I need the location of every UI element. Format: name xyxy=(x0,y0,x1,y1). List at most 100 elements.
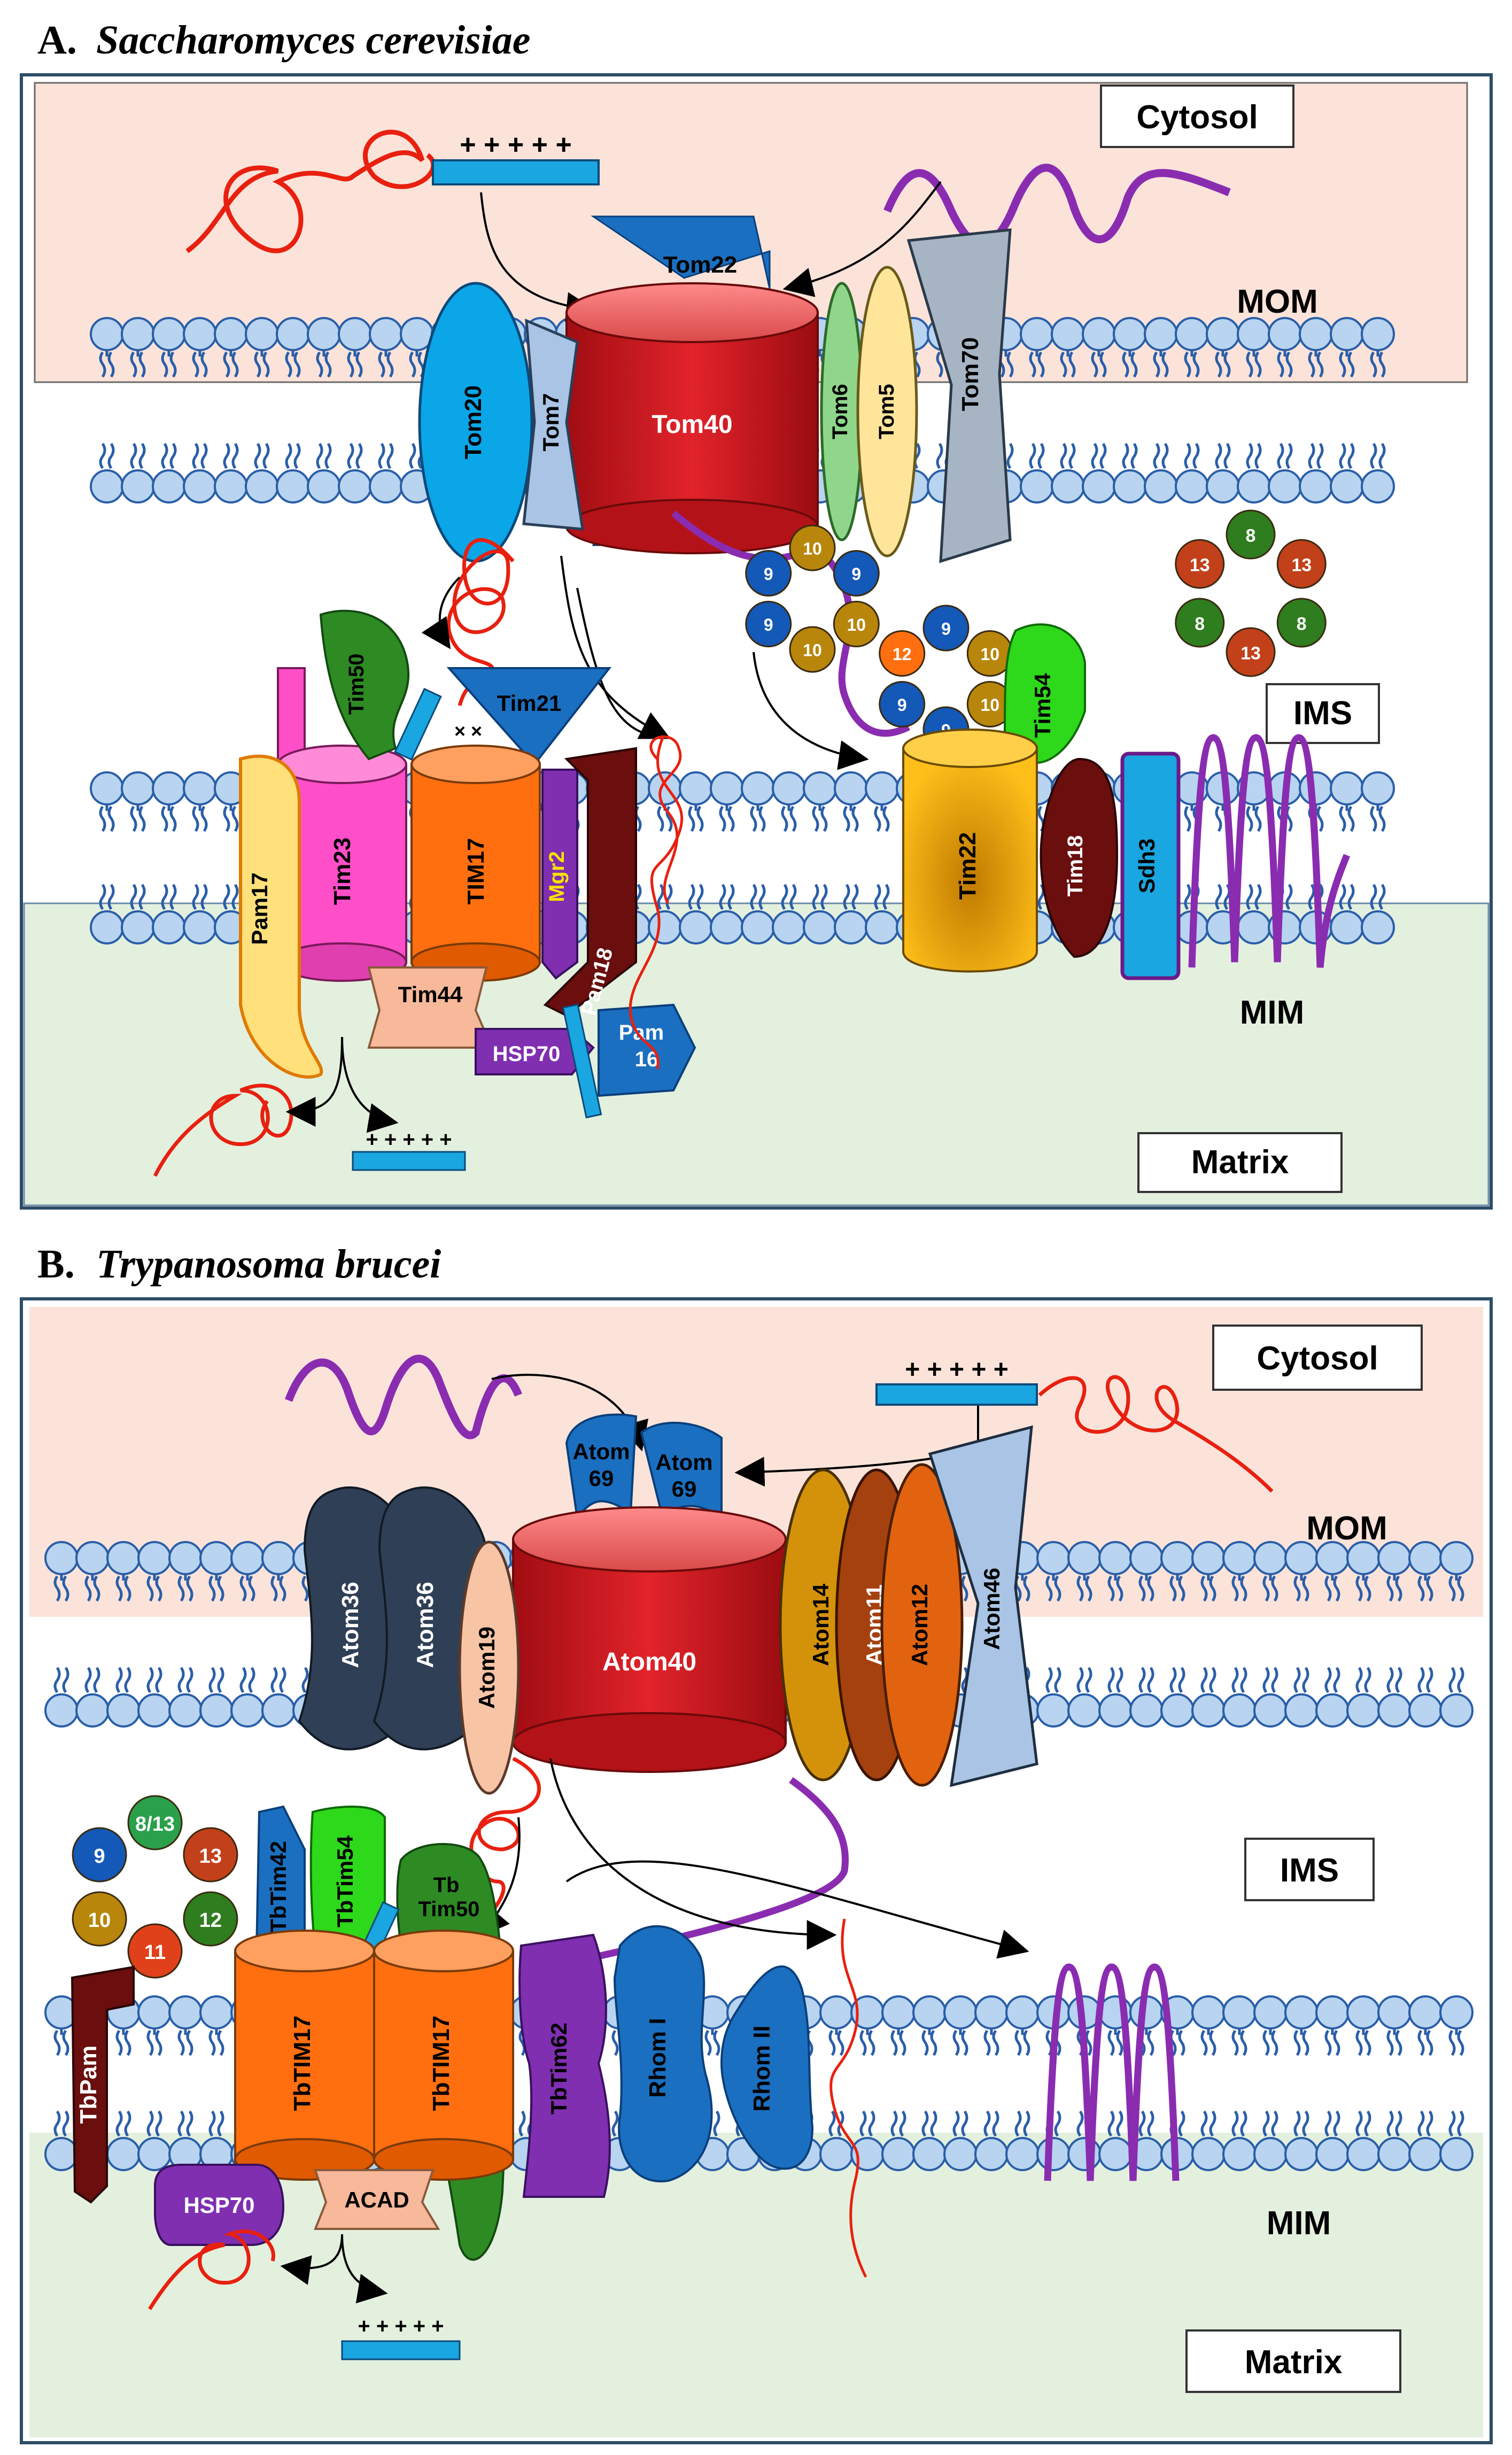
pam17 xyxy=(239,754,323,1079)
small-tim-subunit-label: 10 xyxy=(980,645,999,664)
small-tim-subunit xyxy=(789,524,836,571)
tbtim50-label-1: Tb xyxy=(433,1873,460,1897)
ims-label-b: IMS xyxy=(1280,1852,1339,1889)
small-tim-subunit xyxy=(1226,509,1276,560)
tom6-label: Tom6 xyxy=(828,384,852,439)
matrix-label-box-b xyxy=(1185,2329,1401,2393)
small-tim-subunit-label: 8 xyxy=(1246,526,1256,546)
rhomboid-2-label: Rhom II xyxy=(749,2025,775,2111)
tim23-signal-bar xyxy=(394,687,442,761)
atom46 xyxy=(928,1425,1038,1787)
tom5 xyxy=(856,266,918,557)
small-tim-subunit xyxy=(127,1923,183,1979)
small-tim-subunit xyxy=(1276,539,1327,589)
presequence-precursor-ims xyxy=(446,538,515,706)
small-tim-subunit xyxy=(127,1795,183,1850)
atom19-label: Atom19 xyxy=(474,1627,499,1709)
arrow-to-rhomboid xyxy=(565,1860,1029,1959)
tim21 xyxy=(446,667,612,766)
presequence-charge-b: + + + + + xyxy=(905,1356,1009,1384)
tom70-label: Tom70 xyxy=(957,337,983,412)
tom7-label: Tom7 xyxy=(538,393,563,452)
tom22 xyxy=(591,215,771,289)
hsp70-b-label: HSP70 xyxy=(183,2193,254,2218)
cytosol-label-box-b xyxy=(1212,1325,1423,1391)
matrix-signal-bar-inner xyxy=(562,1003,602,1119)
tom40-top xyxy=(565,282,819,343)
small-tim-subunit-label: 9 xyxy=(941,619,951,639)
arrow-to-tom22 xyxy=(782,181,942,297)
small-tim-subunit-label: 8 xyxy=(1297,614,1307,634)
atom69-right-label-1: Atom xyxy=(655,1450,712,1475)
atom69-left-label-1: Atom xyxy=(572,1439,630,1464)
tim54-label: Tim54 xyxy=(1030,673,1055,738)
tim44 xyxy=(367,966,494,1049)
small-tim-subunit-label: 13 xyxy=(199,1845,222,1868)
presequence-precursor-tim23-b xyxy=(649,735,682,904)
small-tim-subunit-label: 9 xyxy=(94,1845,105,1868)
mim-label-b: MIM xyxy=(1267,2205,1331,2242)
inserted-carrier-protein-b xyxy=(1044,1963,1180,2181)
small-tim-subunit xyxy=(72,1827,127,1883)
small-tim-subunit-label: 12 xyxy=(893,645,912,664)
inserted-carrier-protein xyxy=(1188,734,1351,968)
atom69-left-label-2: 69 xyxy=(589,1466,614,1491)
small-tim-subunit-label: 9 xyxy=(764,564,773,584)
tim22-label: Tim22 xyxy=(955,832,981,900)
small-tim-subunit-label: 13 xyxy=(1240,644,1261,664)
mom-label: MOM xyxy=(1237,283,1318,320)
panel-a-letter: A. xyxy=(37,18,77,63)
tom40-label: Tom40 xyxy=(652,411,732,439)
small-tim-subunit xyxy=(745,550,792,597)
arrow-matrix-mature-b xyxy=(280,2234,343,2285)
atom12 xyxy=(880,1463,964,1787)
ims-label: IMS xyxy=(1293,695,1352,732)
panel-a: A. Saccharomyces cerevisiae Cytosol MOM … xyxy=(20,18,1493,1210)
atom12-label: Atom12 xyxy=(907,1584,932,1666)
arrow-to-tim22 xyxy=(753,652,869,770)
signal-crosses: × × xyxy=(454,720,482,742)
tbtim17-right-top xyxy=(373,1930,514,1972)
atom14-label: Atom14 xyxy=(808,1583,833,1666)
tim50-label: Tim50 xyxy=(345,654,368,715)
cleaved-presequence-bar-b xyxy=(341,2340,461,2360)
small-tim-subunit-label: 11 xyxy=(144,1941,166,1964)
presequence-charge: + + + + + xyxy=(460,129,572,160)
tbtim50-label-2: Tim50 xyxy=(418,1898,480,1921)
small-tim-subunit xyxy=(879,681,926,727)
small-tim-subunit xyxy=(1276,598,1327,648)
small-tim-subunit-label: 12 xyxy=(199,1909,222,1932)
sdh3 xyxy=(1120,752,1181,980)
atom40-top xyxy=(512,1506,787,1573)
hsp70-label: HSP70 xyxy=(493,1042,561,1066)
mgr2 xyxy=(541,769,578,980)
mgr2-label: Mgr2 xyxy=(545,851,569,902)
small-tim-subunit-label: 13 xyxy=(1291,555,1312,576)
matrix-charge-b: + + + + + xyxy=(358,2314,444,2338)
tom7 xyxy=(522,319,584,531)
arrow-to-tom40 xyxy=(480,192,596,322)
presequence-signal-bar xyxy=(432,159,600,185)
small-tim-subunit-label: 8 xyxy=(1195,614,1205,634)
tbtim62-label: TbTim62 xyxy=(546,2023,571,2115)
presequence-precursor-cytosol xyxy=(185,129,436,253)
arrow-tom40-to-tim21 xyxy=(560,555,671,739)
tbtim17-right-body xyxy=(373,1950,514,2160)
matrix-label-box xyxy=(1137,1132,1343,1193)
rhomboid-2 xyxy=(720,1965,814,2170)
cytosol-label: Cytosol xyxy=(1136,99,1258,136)
tim50 xyxy=(319,609,410,761)
cytosol-label-b: Cytosol xyxy=(1257,1340,1378,1377)
pam16 xyxy=(598,1003,696,1097)
tim22 xyxy=(902,747,1038,973)
tom5-label: Tom5 xyxy=(875,384,898,439)
small-tim-subunit xyxy=(745,601,792,647)
cleaved-presequence-bar xyxy=(352,1151,466,1171)
small-tim-subunit-label: 9 xyxy=(851,564,861,584)
small-tim-subunit-label: 13 xyxy=(1190,555,1210,576)
acad-label: ACAD xyxy=(344,2187,409,2212)
hydrophobic-precursor-cytosol-b xyxy=(284,1354,522,1439)
presequence-precursor-tim23 xyxy=(629,737,684,1070)
